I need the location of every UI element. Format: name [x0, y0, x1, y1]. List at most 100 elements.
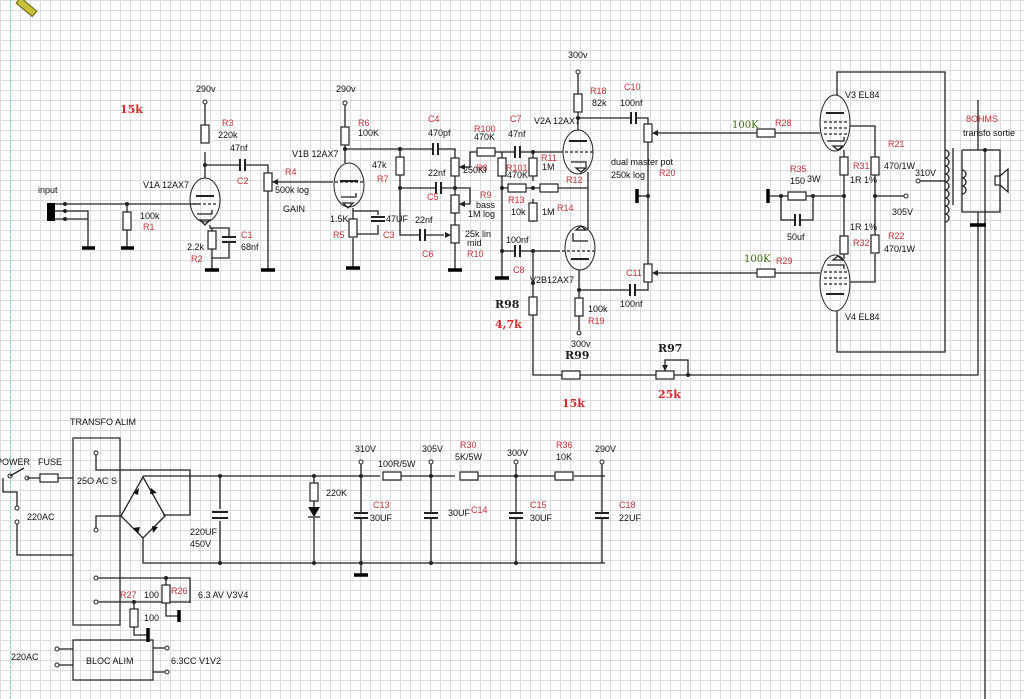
c1-value: 68nf	[241, 242, 259, 252]
resistor-r7[interactable]	[395, 156, 405, 176]
v305-label: 305V	[892, 207, 913, 217]
capacitor-c6[interactable]	[419, 229, 426, 241]
resistor-r28[interactable]	[756, 128, 776, 138]
resistor-r12[interactable]	[539, 183, 559, 193]
tube-v2a[interactable]	[560, 129, 594, 175]
r22-value: 470/1W	[884, 244, 916, 254]
resistor-100r[interactable]	[382, 471, 402, 481]
resistor-r22[interactable]	[870, 234, 880, 254]
resistor-r3[interactable]	[200, 124, 210, 144]
capacitor-c13[interactable]	[354, 512, 368, 519]
r36-ref: R36	[556, 440, 573, 450]
potentiometer-r97[interactable]	[655, 359, 689, 380]
r19-value: 100k	[588, 304, 608, 314]
tube-v1a[interactable]	[189, 177, 221, 226]
v2a-supply: 300v	[568, 50, 588, 60]
r5-value: 1.5K	[330, 214, 349, 224]
r100r-value: 100R/5W	[378, 459, 416, 469]
power-transformer[interactable]	[72, 437, 121, 626]
mains-label: 220AC	[27, 512, 55, 522]
r3-ref: R3	[222, 118, 234, 128]
resistor-r98[interactable]	[528, 296, 538, 316]
resistor-r11[interactable]	[528, 157, 538, 177]
bloc-alim[interactable]	[72, 639, 154, 681]
tube-v2b[interactable]	[562, 225, 596, 271]
tube-v1b[interactable]	[330, 162, 365, 209]
r28-ref: R28	[775, 118, 792, 128]
resistor-r5[interactable]	[348, 218, 358, 238]
potentiometer-r4-gain[interactable]	[261, 172, 330, 272]
capacitor-c5[interactable]	[435, 182, 442, 194]
capacitor-c15[interactable]	[509, 512, 523, 519]
fuse[interactable]	[39, 473, 59, 483]
resistor-r27[interactable]	[129, 608, 139, 628]
input-jack[interactable]	[47, 202, 95, 250]
c14-ref: C14	[471, 505, 488, 515]
c6-value: 22nf	[415, 215, 433, 225]
resistor-r29[interactable]	[756, 268, 776, 278]
resistor-r2[interactable]	[207, 230, 217, 250]
resistor-r19[interactable]	[574, 297, 584, 317]
resistor-r1[interactable]	[121, 204, 134, 250]
r1-value: 100k	[140, 211, 160, 221]
r10-ref: R10	[467, 249, 484, 259]
resistor-r14[interactable]	[528, 202, 538, 222]
power-switch[interactable]	[7, 467, 30, 481]
input-label: input	[38, 185, 58, 195]
v2b-name: V2B12AX7	[530, 275, 574, 285]
resistor-r36[interactable]	[554, 471, 574, 481]
resistor-r30[interactable]	[459, 471, 479, 481]
resistor-r21[interactable]	[870, 156, 880, 176]
r35-value: 150	[790, 176, 805, 186]
capacitor-c10[interactable]	[630, 112, 637, 124]
tube-v3-el84[interactable]	[819, 94, 851, 152]
capacitor-c3[interactable]	[371, 216, 385, 222]
c13-value: 30UF	[370, 513, 393, 523]
r7-value: 47k	[372, 160, 387, 170]
resistor-r6[interactable]	[340, 126, 350, 146]
v4-label: V4 EL84	[845, 312, 880, 322]
r98-value: 4,7k	[495, 318, 522, 331]
potentiometer-r10-mid[interactable]	[445, 224, 460, 244]
heater-dc-label: 6.3CC V1V2	[171, 656, 221, 666]
c15-value: 30UF	[530, 513, 553, 523]
resistor-r35[interactable]	[787, 191, 807, 201]
resistor-r101[interactable]	[497, 157, 507, 177]
capacitor-c11[interactable]	[629, 284, 636, 296]
resistor-r100[interactable]	[476, 147, 496, 157]
reservoir-cap-voltage: 450V	[190, 539, 211, 549]
capacitor-c8[interactable]	[514, 245, 521, 257]
capacitor-c1[interactable]	[222, 236, 236, 243]
resistor-r13[interactable]	[507, 183, 527, 193]
r36-value: 10K	[556, 452, 572, 462]
reservoir-capacitor[interactable]	[212, 511, 228, 519]
capacitor-c7[interactable]	[514, 146, 521, 158]
capacitor-cathode[interactable]	[794, 214, 801, 226]
capacitor-c14[interactable]	[424, 512, 438, 519]
c5-value: 22nf	[428, 168, 446, 178]
resistor-r32[interactable]	[839, 235, 849, 255]
resistor-r26[interactable]	[161, 584, 171, 604]
r6-ref: R6	[358, 118, 370, 128]
r4-gain-label: GAIN	[283, 204, 305, 214]
resistor-r99[interactable]	[561, 370, 581, 380]
r31-ref: R31	[853, 161, 870, 171]
capacitor-c18[interactable]	[595, 512, 609, 519]
r9-value: 1M log	[468, 209, 495, 219]
capacitor-c4[interactable]	[432, 143, 439, 155]
r5-ref: R5	[333, 230, 345, 240]
tube-v4-el84[interactable]	[819, 254, 851, 312]
r29-value: 100K	[744, 254, 771, 265]
c8-ref: C8	[513, 265, 525, 275]
r6-value: 100K	[358, 128, 379, 138]
resistor-r31[interactable]	[839, 156, 849, 176]
bridge-rectifier[interactable]	[120, 475, 166, 539]
potentiometer-r20-master[interactable]	[643, 123, 658, 283]
c15-ref: C15	[530, 500, 547, 510]
output-transformer[interactable]	[944, 148, 967, 223]
resistor-r18[interactable]	[573, 93, 583, 113]
resistor-led[interactable]	[309, 482, 319, 502]
r35-ref: R35	[790, 164, 807, 174]
capacitor-c2[interactable]	[239, 159, 246, 171]
v2a-name: V2A 12AX7	[534, 116, 580, 126]
